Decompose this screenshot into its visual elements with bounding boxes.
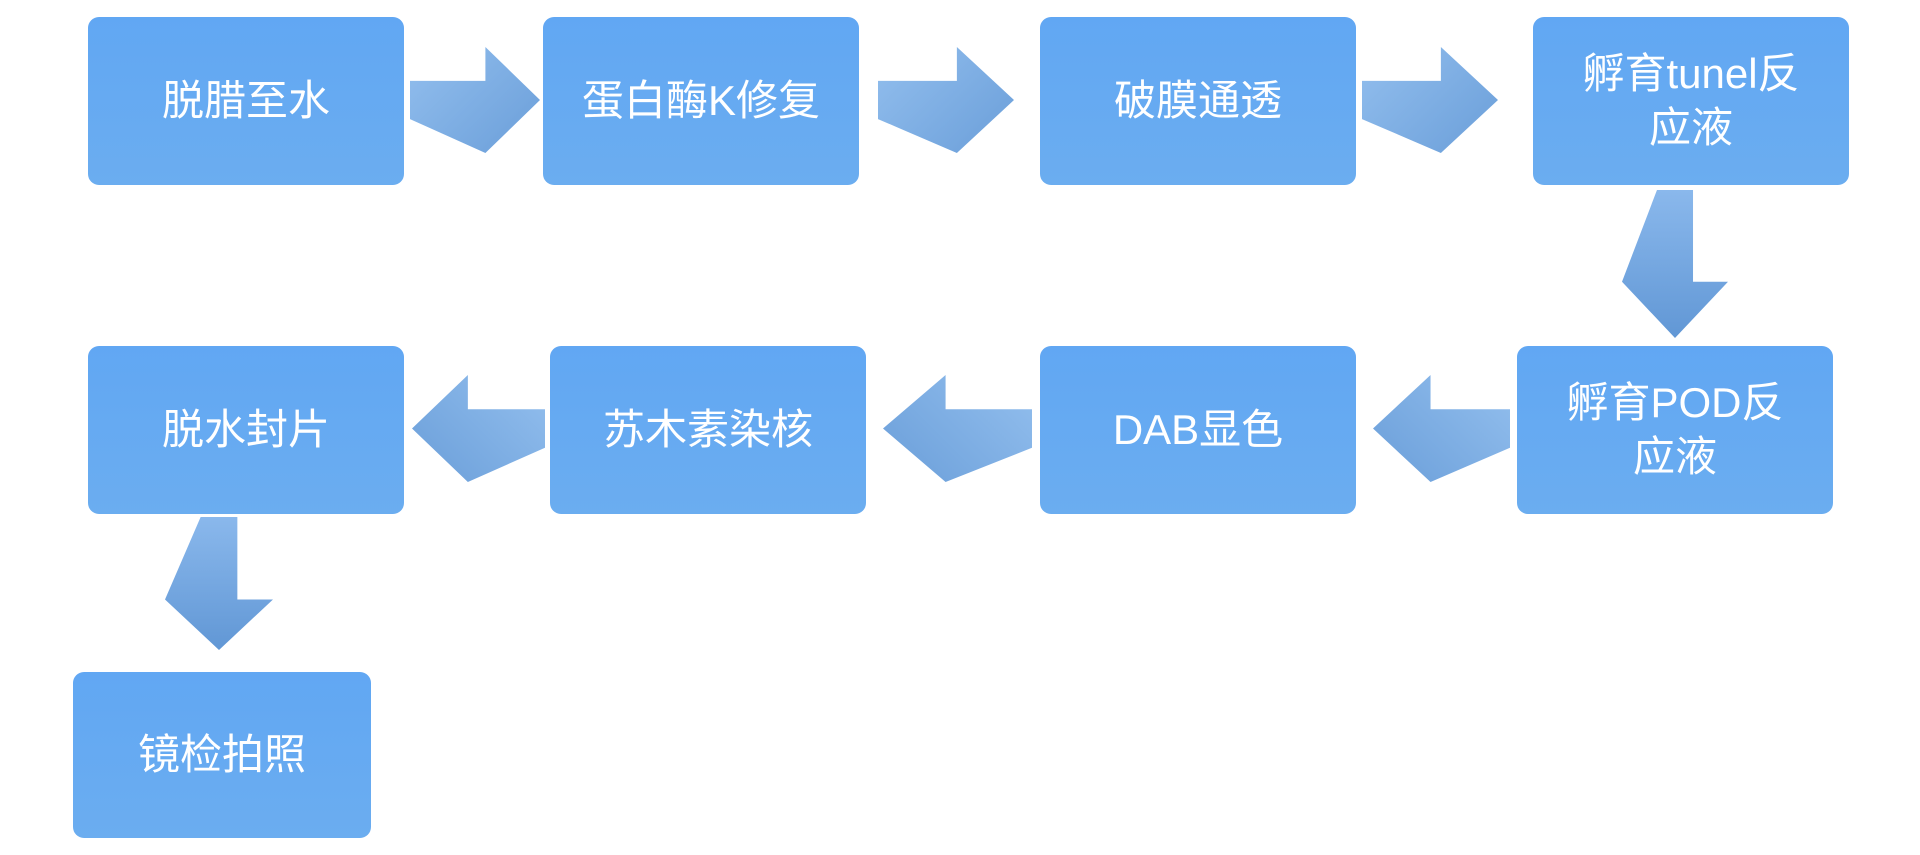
step-label: 孵育POD反 应液 [1566,379,1784,480]
arrow-right-icon [1362,47,1498,153]
step-label: 脱腊至水 [161,77,330,125]
step-label: 脱水封片 [161,406,330,454]
step-label: 苏木素染核 [602,406,813,454]
step-dewax-to-water: 脱腊至水 [88,17,404,185]
step-dab-development: DAB显色 [1040,346,1356,514]
step-membrane-permeabilization: 破膜通透 [1040,17,1356,185]
arrow-down-icon [1622,190,1728,338]
step-pod-incubation: 孵育POD反 应液 [1517,346,1833,514]
step-label: 蛋白酶K修复 [581,77,820,125]
step-tunel-incubation: 孵育tunel反 应液 [1533,17,1849,185]
step-hematoxylin-counterstain: 苏木素染核 [550,346,866,514]
arrow-left-icon [1373,375,1510,482]
step-label: 破膜通透 [1113,77,1282,125]
step-label: DAB显色 [1112,406,1284,454]
arrow-right-icon [410,47,540,153]
step-proteinase-k-retrieval: 蛋白酶K修复 [543,17,859,185]
step-label: 镜检拍照 [137,731,306,779]
arrow-left-icon [412,375,545,482]
arrow-down-icon [165,517,273,650]
step-label: 孵育tunel反 应液 [1582,50,1800,151]
step-microscopy-photograph: 镜检拍照 [73,672,371,838]
arrow-right-icon [878,47,1014,153]
step-dehydrate-mount: 脱水封片 [88,346,404,514]
arrow-left-icon [883,375,1032,482]
